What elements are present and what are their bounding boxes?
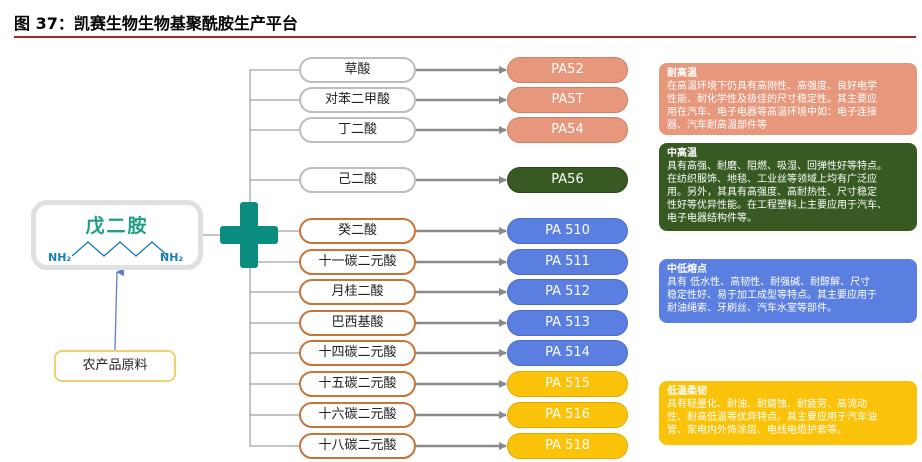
- acid-pill: 十一碳二元酸: [299, 249, 416, 275]
- card-text-line: 性能、耐化学性及极佳的尺寸稳定性。其主要应: [667, 94, 877, 105]
- acid-pill: 丁二酸: [299, 117, 416, 143]
- product-pill: PA56: [507, 167, 628, 193]
- card-text-line: 具有 低水性、高韧性、耐强碱、耐醇解、尺寸: [667, 277, 871, 288]
- product-pill: PA 511: [507, 249, 628, 275]
- card-title: 中低熔点: [667, 264, 707, 275]
- nh2-left: NH₂: [48, 251, 72, 264]
- card-title: 低温柔韧: [667, 386, 707, 397]
- product-pill: PA54: [507, 117, 628, 143]
- property-card: 中低熔点具有 低水性、高韧性、耐强碱、耐醇解、尺寸稳定性好、易于加工成型等特点。…: [659, 259, 917, 323]
- pentanediamine-box: 戊二胺 NH₂ NH₂: [31, 200, 203, 270]
- card-title: 耐高温: [667, 68, 697, 79]
- card-text-line: 电子电器结构件等。: [667, 213, 757, 224]
- product-pill: PA 515: [507, 371, 628, 397]
- acid-pill: 十四碳二元酸: [299, 340, 416, 366]
- pentanediamine-name: 戊二胺: [85, 215, 149, 237]
- product-pill: PA5T: [507, 87, 628, 113]
- raw-arrow: [114, 268, 125, 351]
- product-pill: PA 510: [507, 218, 628, 244]
- raw-material-box: 农产品原料: [54, 350, 176, 382]
- product-pill: PA 514: [507, 340, 628, 366]
- figure-title: 图 37：凯赛生物生物基聚酰胺生产平台: [14, 14, 298, 33]
- nh2-right: NH₂: [160, 251, 184, 264]
- acid-pill: 对苯二甲酸: [299, 87, 416, 113]
- property-card: 中高温具有高强、耐磨、阻燃、吸湿、回弹性好等特点。在纺织服饰、地毯、工业丝等领域…: [659, 143, 917, 231]
- acid-pill: 巴西基酸: [299, 310, 416, 336]
- card-text-line: 稳定性好、易于加工成型等特点。其主要应用于: [667, 290, 877, 301]
- title-rule: [14, 36, 916, 38]
- molecule-chain-icon: [71, 241, 169, 257]
- acid-pill: 十六碳二元酸: [299, 402, 416, 428]
- property-card: 低温柔韧具有轻量化、耐油、耐腐蚀、耐疲劳、高流动性、耐高低温等优异特点。其主要应…: [659, 381, 917, 445]
- product-pill: PA 512: [507, 279, 628, 305]
- card-text-line: 用。另外，其具有高强度、高耐热性、尺寸稳定: [667, 187, 877, 198]
- plus-icon: [220, 202, 278, 268]
- card-text-line: 具有轻量化、耐油、耐腐蚀、耐疲劳、高流动: [667, 399, 867, 410]
- card-title: 中高温: [667, 148, 697, 159]
- card-text-line: 器、汽车耐高温部件等: [667, 120, 767, 131]
- acid-pill: 癸二酸: [299, 218, 416, 244]
- card-text-line: 用在汽车、电子电器等高温环境中如：电子连接: [667, 107, 877, 118]
- product-pill: PA 518: [507, 433, 628, 459]
- acid-pill: 己二酸: [299, 167, 416, 193]
- acid-pill: 月桂二酸: [299, 279, 416, 305]
- product-pill: PA 516: [507, 402, 628, 428]
- card-text-line: 在纺织服饰、地毯、工业丝等领域上均有广泛应: [667, 174, 877, 185]
- property-card: 耐高温在高温环境下仍具有高刚性、高强度、良好电学性能、耐化学性及极佳的尺寸稳定性…: [659, 63, 917, 135]
- acid-pill: 十五碳二元酸: [299, 371, 416, 397]
- acid-pill: 十八碳二元酸: [299, 433, 416, 459]
- card-text-line: 耐油绳索、牙刷丝、汽车水室等部件。: [667, 303, 837, 314]
- product-pill: PA52: [507, 57, 628, 83]
- card-text-line: 性、耐高低温等优异特点。其主要应用于汽车油: [667, 412, 877, 423]
- acid-pill: 草酸: [299, 57, 416, 83]
- card-text-line: 管、家电内外饰涂层、电线电缆护套等。: [667, 425, 847, 436]
- card-text-line: 在高温环境下仍具有高刚性、高强度、良好电学: [667, 81, 877, 92]
- product-pill: PA 513: [507, 310, 628, 336]
- card-text-line: 具有高强、耐磨、阻燃、吸湿、回弹性好等特点。: [667, 161, 887, 172]
- card-text-line: 性好等优异性能。在工程塑料上主要应用于汽车、: [667, 200, 887, 211]
